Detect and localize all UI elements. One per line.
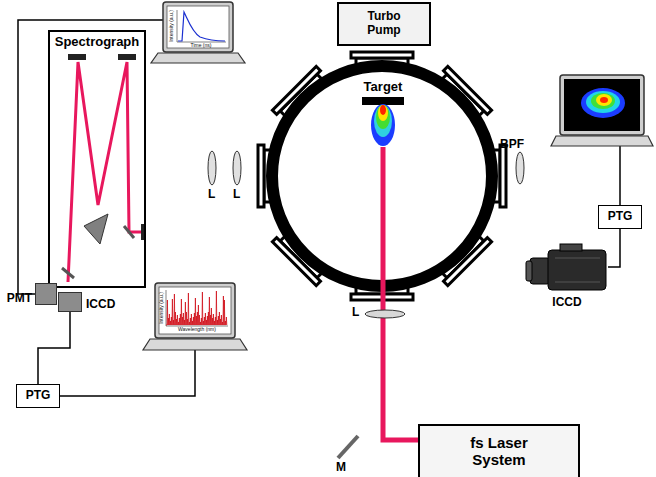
lens bbox=[365, 310, 405, 318]
target-label: Target bbox=[364, 80, 403, 94]
node-label: ICCD bbox=[86, 298, 115, 312]
signal-cable bbox=[608, 229, 620, 267]
spectrograph-box: Spectrograph bbox=[48, 30, 146, 288]
generator-box: PTG bbox=[598, 205, 642, 229]
signal-wires bbox=[18, 20, 620, 396]
axis-title: Time (ns) bbox=[191, 43, 212, 49]
laptop bbox=[151, 2, 245, 63]
target bbox=[362, 97, 404, 105]
laptop bbox=[143, 283, 247, 350]
node-label: PTG bbox=[599, 210, 641, 224]
node-label: PMT bbox=[7, 292, 32, 306]
mirror bbox=[62, 268, 74, 278]
generator-box: PTG bbox=[16, 384, 60, 408]
band-pass-filter bbox=[516, 152, 524, 184]
mirror bbox=[338, 436, 358, 458]
detector-box: PMT bbox=[35, 283, 57, 305]
node-label: Turbo Pump bbox=[360, 10, 408, 38]
lens bbox=[208, 151, 216, 185]
grating bbox=[84, 214, 108, 244]
laser-beam bbox=[383, 147, 418, 440]
camera-box: ICCD bbox=[526, 244, 608, 290]
node-label: PTG bbox=[17, 389, 59, 403]
pump-box: Turbo Pump bbox=[337, 2, 431, 46]
detector-box: ICCD bbox=[58, 292, 82, 312]
ptg-wire bbox=[60, 350, 195, 396]
node-label: ICCD bbox=[526, 296, 608, 310]
plasma-plume bbox=[371, 104, 395, 146]
lens-label: L bbox=[208, 188, 215, 201]
pmt-wire bbox=[18, 20, 163, 294]
lens-label: L bbox=[352, 306, 359, 319]
signal-cable bbox=[38, 312, 70, 384]
ptg-wire bbox=[619, 146, 621, 205]
axis-title: Intensity (a.u.) bbox=[159, 292, 165, 324]
axis-title: Wavelength (nm) bbox=[178, 327, 216, 333]
lens-label: L bbox=[233, 188, 240, 201]
axis-title: Intensity (a.u.) bbox=[169, 10, 175, 42]
laptop bbox=[551, 75, 653, 146]
light-path bbox=[68, 62, 142, 282]
mirror bbox=[118, 54, 136, 60]
filter-label: BPF bbox=[500, 138, 524, 151]
node-label: Spectrograph bbox=[50, 35, 144, 50]
spectrograph-optics bbox=[62, 54, 146, 282]
lens bbox=[233, 151, 241, 185]
iccd-camera bbox=[526, 244, 606, 290]
laser-box: fs Laser System bbox=[418, 424, 580, 477]
spectrum-plot bbox=[166, 291, 227, 325]
mirror bbox=[124, 226, 134, 238]
node-label: fs Laser System bbox=[459, 434, 539, 469]
mirror bbox=[68, 54, 86, 60]
mirror-label: M bbox=[336, 461, 346, 474]
